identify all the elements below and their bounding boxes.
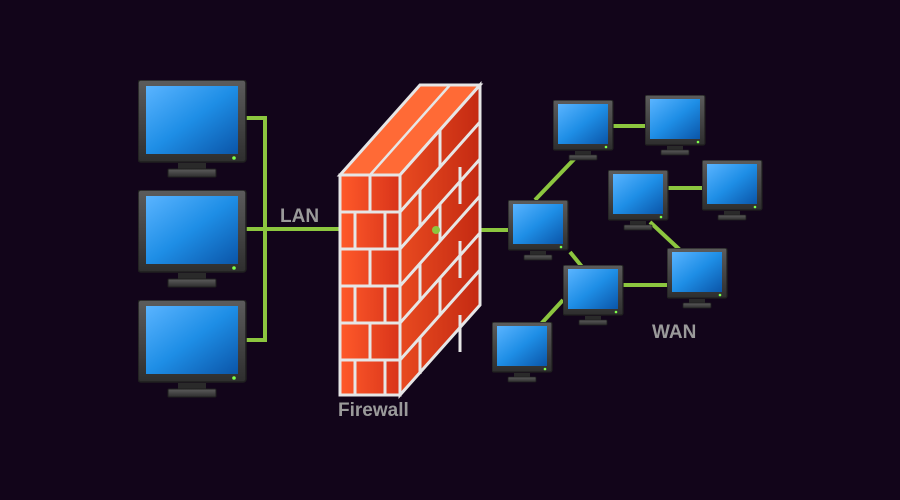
- lan-pc-3: [138, 300, 247, 398]
- wan-pc-8: [492, 322, 553, 383]
- lan-pc-2: [138, 190, 247, 288]
- wan-pc-4: [702, 160, 763, 221]
- wan-pc-1: [553, 100, 614, 161]
- firewall-label: Firewall: [338, 400, 409, 421]
- wan-pc-2: [645, 95, 706, 156]
- wan-computers: [492, 95, 763, 383]
- firewall-wall: [336, 81, 484, 399]
- wan-links: [436, 124, 705, 327]
- lan-label: LAN: [280, 206, 319, 227]
- wan-pc-3: [608, 170, 669, 231]
- lan-pc-1: [138, 80, 247, 178]
- wan-pc-5: [508, 200, 569, 261]
- lan-computers: [138, 80, 247, 398]
- wan-label: WAN: [652, 322, 696, 343]
- wan-pc-6: [563, 265, 624, 326]
- lan-links: [244, 116, 340, 342]
- firewall-port: [432, 226, 440, 234]
- wan-pc-7: [667, 248, 728, 309]
